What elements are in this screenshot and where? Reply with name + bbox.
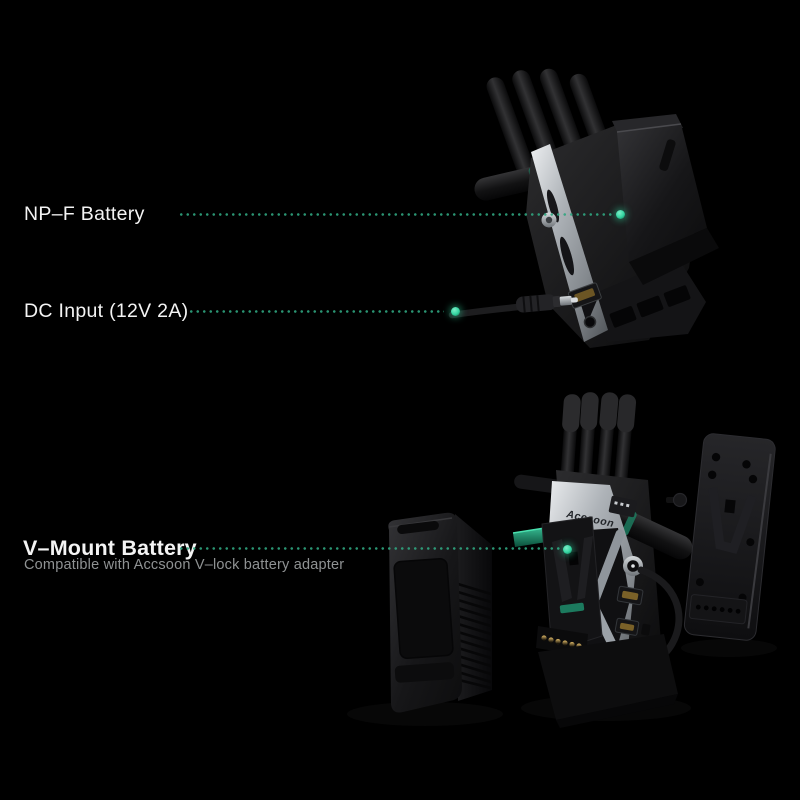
vmount-plate [683, 433, 776, 641]
leader-line-vmount-icon [178, 547, 560, 550]
vmount-battery [388, 512, 492, 713]
transmitter-top-view [448, 68, 719, 348]
callout-dot-vmount-icon [563, 545, 572, 554]
antenna-array-top [486, 68, 609, 175]
callout-vmount-subtitle: Compatible with Accsoon V–lock battery a… [24, 557, 345, 573]
transmitter-standing: Accsoon [514, 392, 693, 728]
callout-dot-npf-icon [616, 210, 625, 219]
callout-npf-label: NP–F Battery [24, 203, 145, 225]
dc-cable [448, 294, 578, 319]
thumb-screw [666, 492, 688, 508]
hdmi-port-2 [614, 617, 651, 636]
callout-dc-label: DC Input (12V 2A) [24, 300, 189, 322]
device-base [584, 258, 706, 342]
callout-dot-dc-icon [451, 307, 460, 316]
right-handle-antenna [617, 511, 693, 560]
plate-holes [695, 452, 758, 602]
plate-connector [688, 594, 748, 625]
leader-line-dc-icon [188, 310, 444, 313]
callout-vmount-label: V–Mount Battery [23, 536, 197, 560]
battery-contact-pins [541, 635, 582, 649]
transmitter-vmount-setup: Accsoon [347, 392, 777, 728]
npf-battery [612, 114, 719, 285]
vlock-battery-adapter [536, 516, 603, 656]
hdmi-port-1 [616, 585, 644, 606]
transmitter-base [538, 634, 678, 728]
top-handle [514, 474, 562, 494]
leader-line-npf-icon [178, 213, 612, 216]
dc-port [583, 315, 597, 329]
mounting-screw [541, 212, 557, 228]
v-wedge [708, 487, 757, 554]
